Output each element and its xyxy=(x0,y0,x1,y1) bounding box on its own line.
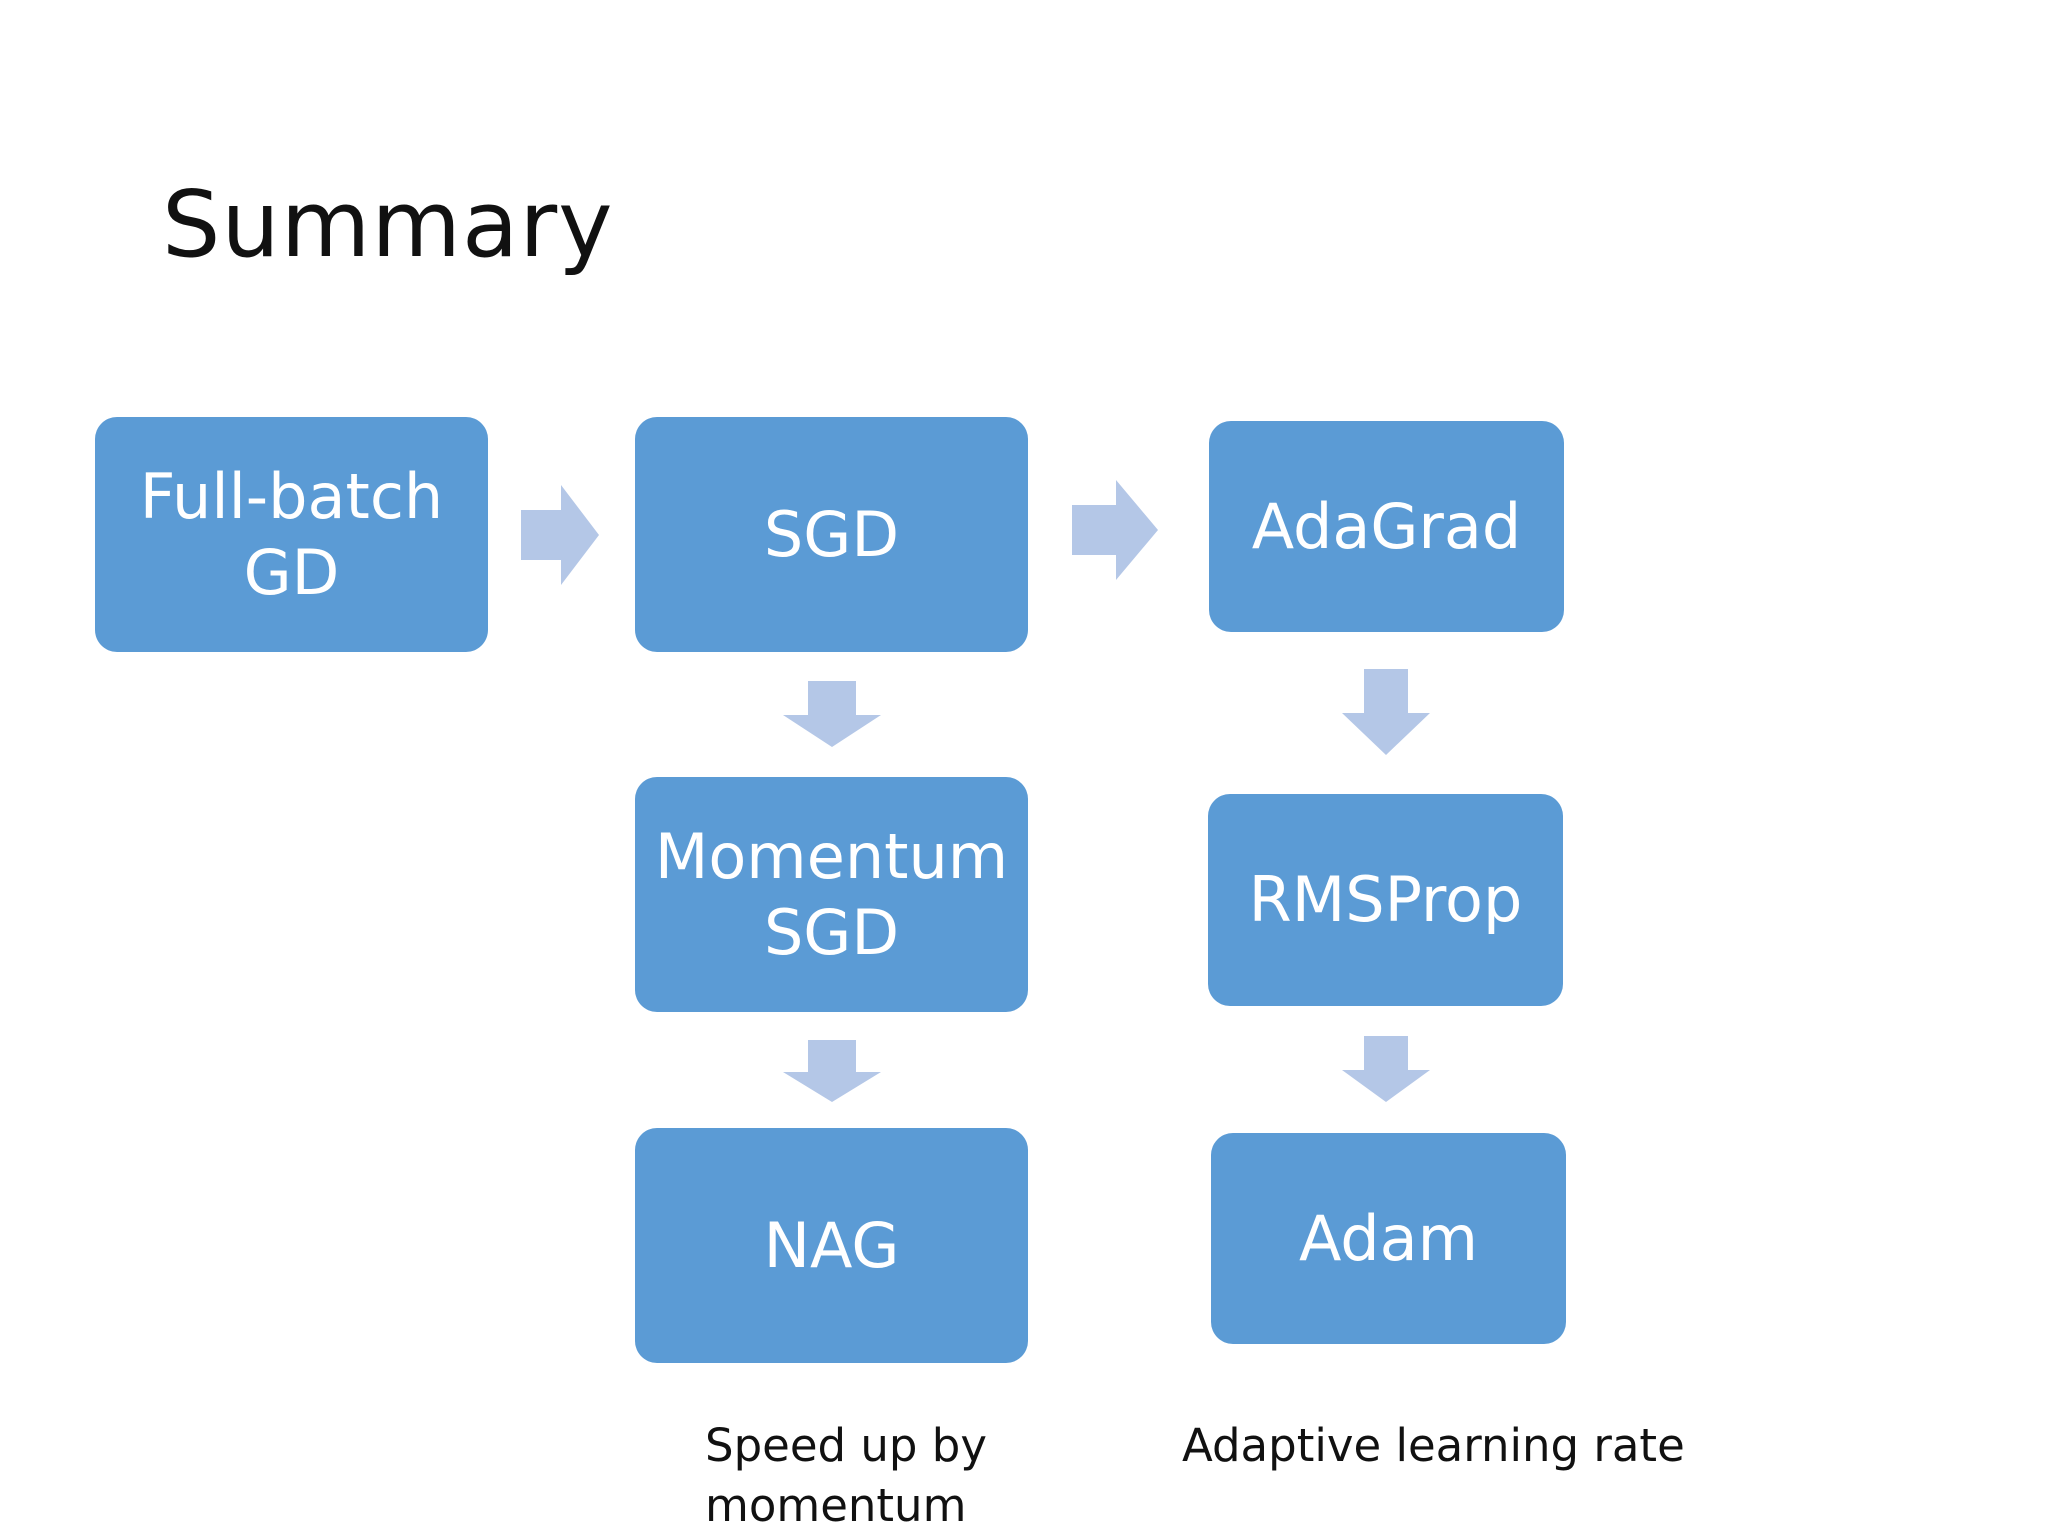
node-adagrad: AdaGrad xyxy=(1209,421,1564,632)
arrow-down-icon xyxy=(783,1040,881,1102)
node-label-line: SGD xyxy=(763,895,900,969)
arrow-down-icon xyxy=(1342,1036,1430,1102)
arrow-right-icon xyxy=(521,485,599,585)
arrow-down-icon xyxy=(1342,669,1430,755)
node-label-line: NAG xyxy=(763,1208,900,1282)
node-label-line: AdaGrad xyxy=(1251,489,1522,563)
caption-adaptive-learning-rate: Adaptive learning rate xyxy=(1182,1416,1685,1476)
node-full-batch-gd: Full-batch GD xyxy=(95,417,488,652)
slide-title: Summary xyxy=(162,171,614,278)
arrow-right-icon xyxy=(1072,480,1158,580)
node-momentum-sgd: Momentum SGD xyxy=(635,777,1028,1012)
node-label-line: GD xyxy=(243,535,340,609)
node-label-line: Momentum xyxy=(654,819,1009,893)
node-nag: NAG xyxy=(635,1128,1028,1363)
caption-line: momentum xyxy=(705,1479,967,1532)
node-sgd: SGD xyxy=(635,417,1028,652)
node-adam: Adam xyxy=(1211,1133,1566,1344)
caption-line: Adaptive learning rate xyxy=(1182,1419,1685,1472)
node-label-line: Full-batch xyxy=(139,459,444,533)
node-label-line: SGD xyxy=(763,497,900,571)
caption-line: Speed up by xyxy=(705,1419,987,1472)
arrow-down-icon xyxy=(783,681,881,747)
node-label-line: Adam xyxy=(1298,1201,1479,1275)
node-label-line: RMSProp xyxy=(1248,863,1523,936)
node-rmsprop: RMSProp xyxy=(1208,794,1563,1006)
caption-speed-up-by-momentum: Speed up by momentum xyxy=(705,1416,987,1536)
